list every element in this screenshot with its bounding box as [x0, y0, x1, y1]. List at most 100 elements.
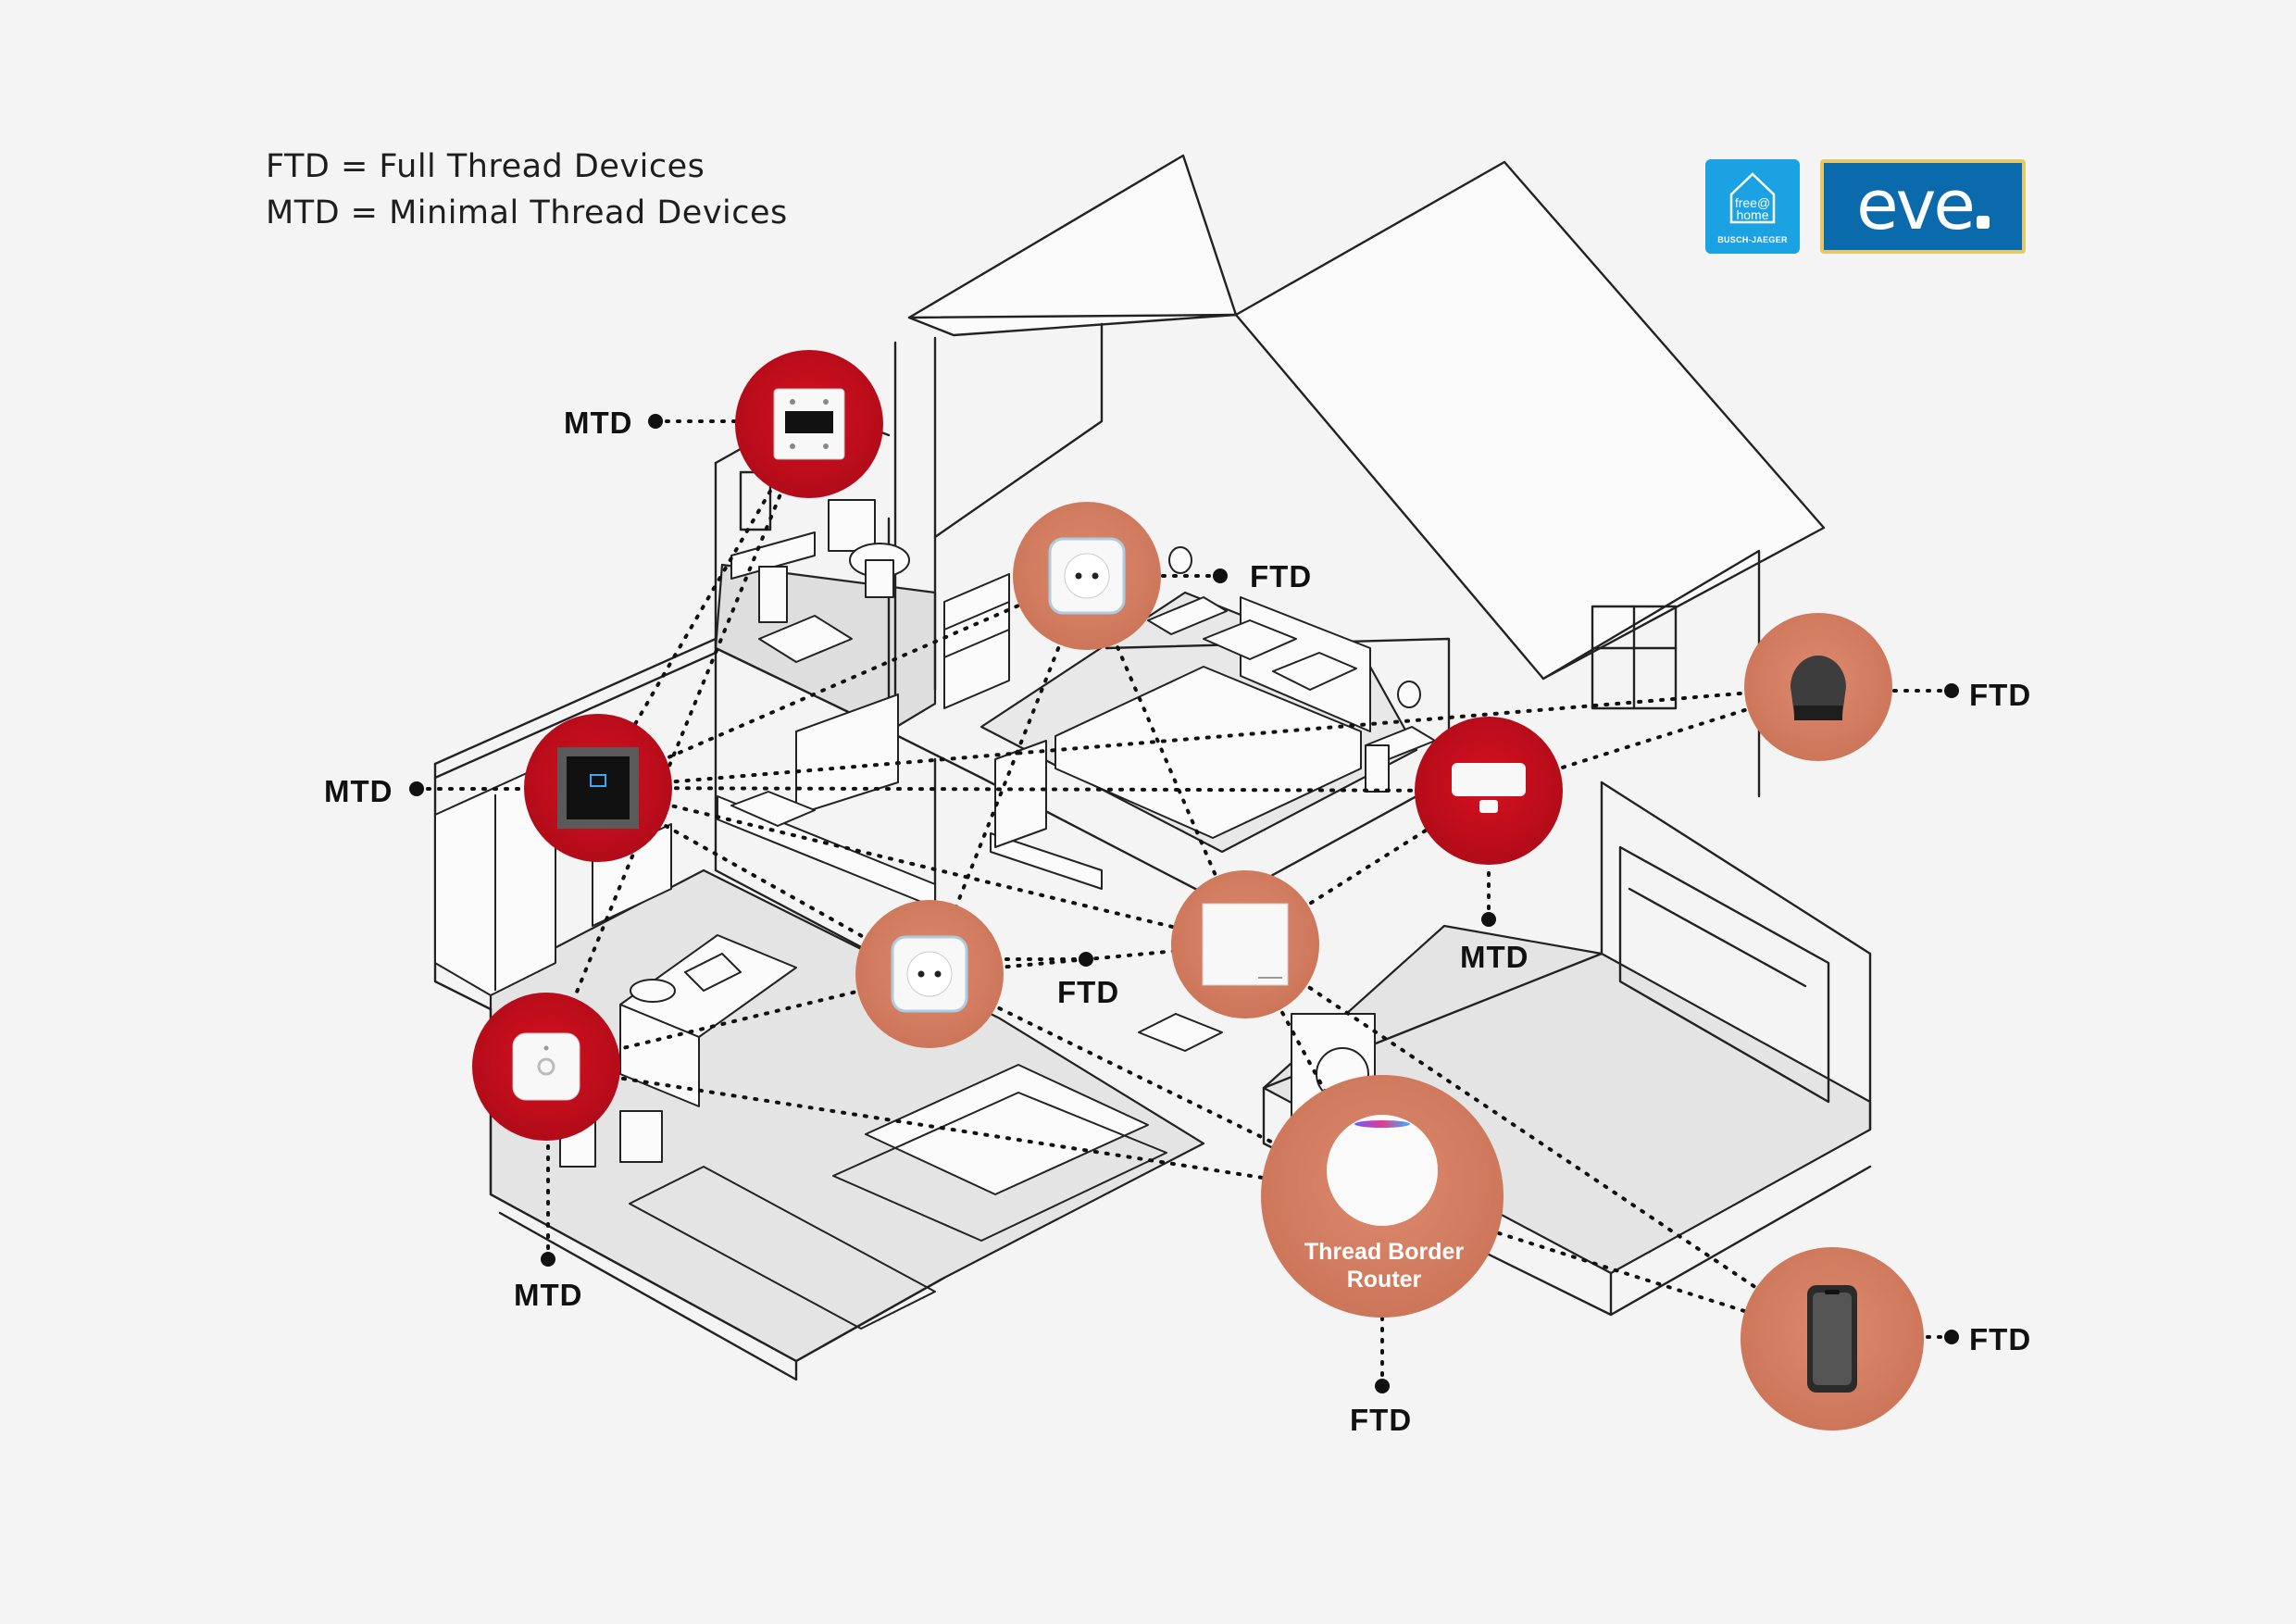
device-thread-border-router: [1261, 1075, 1504, 1318]
laptop: [684, 953, 742, 992]
tag-smart-plug-dining: FTD: [1057, 975, 1120, 1009]
tag-smartphone: FTD: [1969, 1322, 2032, 1356]
bathroom-sink: [730, 531, 816, 580]
device-smartphone: [1741, 1247, 1924, 1430]
device-smart-plug-bedroom: [1013, 502, 1161, 650]
mid-slab: [433, 637, 718, 780]
island-body: [619, 1004, 700, 1107]
leader-dot-door-sensor: [1481, 912, 1496, 927]
device-nodes: [472, 350, 1924, 1430]
garage-wall-left: [1262, 781, 1603, 1090]
roof-right: [1234, 160, 1826, 681]
device-door-sensor: [1415, 717, 1563, 865]
lamp-1: [1168, 546, 1192, 574]
tag-door-sensor: MTD: [1460, 940, 1529, 974]
living-rug: [629, 1166, 936, 1330]
legend-ftd: FTD = Full Thread Devices: [266, 148, 705, 185]
tag-thread-border-router: FTD: [1350, 1403, 1413, 1437]
house-icon: [1729, 172, 1776, 224]
roof-left: [907, 154, 1238, 337]
homepod-icon: [1327, 1115, 1438, 1226]
kitchen-sink: [730, 791, 816, 827]
eve-logo: eve: [1820, 159, 2026, 254]
eve-logo-dot: [1976, 216, 1990, 229]
garage-wall-back: [1600, 781, 1872, 1131]
lamp-2: [1397, 681, 1421, 708]
connection-motion-sensor-thread-border-router: [544, 1065, 1384, 1198]
wall-cabinet: [795, 693, 899, 816]
device-motion-sensor: [472, 993, 620, 1141]
dining-rug: [832, 1092, 1167, 1242]
device-wall-switch: [524, 714, 672, 862]
leader-dot-smart-plug-dining: [1079, 952, 1093, 967]
tag-wall-switch: MTD: [324, 774, 393, 808]
free-home-logo-brand: BUSCH-JAEGER: [1717, 235, 1788, 244]
nightstand-1: [1147, 596, 1228, 635]
smartphone-icon: [1807, 1285, 1857, 1393]
ground-edge-2: [794, 1276, 946, 1363]
motion-sensor-icon: [512, 1032, 580, 1101]
bed: [1054, 666, 1362, 839]
smart-plug-icon: [1048, 537, 1126, 615]
dresser: [943, 573, 1010, 709]
upper-left-wall: [933, 322, 1104, 539]
thermostat-icon: [773, 388, 845, 460]
tag-outdoor-light: FTD: [1969, 678, 2032, 712]
connection-wall-switch-outdoor-light: [596, 685, 1820, 790]
dining-table: [865, 1064, 1149, 1195]
legend-mtd: MTD = Minimal Thread Devices: [266, 194, 788, 231]
garage-door-inner: [1628, 887, 1807, 988]
roof-ridge: [907, 313, 1238, 319]
side-table: [1138, 1013, 1223, 1052]
leader-dot-motion-sensor: [541, 1252, 555, 1267]
connection-light-panel-smartphone: [1243, 943, 1834, 1341]
lower-interior-wall: [714, 651, 937, 988]
outdoor-light-icon: [1791, 656, 1846, 720]
smart-plug-icon: [891, 935, 968, 1013]
nightstand-2-body: [1365, 744, 1390, 793]
dresser-drawer-2: [943, 629, 1010, 658]
leader-dot-thread-border-router: [1375, 1379, 1390, 1393]
connection-thermostat-motion-sensor: [544, 422, 811, 1068]
wall-switch-icon: [557, 747, 639, 829]
bath-mat: [758, 615, 853, 663]
thread-border-router-label: Thread Border Router: [1304, 1239, 1465, 1293]
leader-dot-smartphone: [1944, 1330, 1959, 1344]
leader-dot-thermostat: [648, 414, 663, 429]
free-home-logo-line2: home: [1736, 207, 1769, 222]
free-home-logo-line1: free@: [1734, 195, 1771, 210]
sink-pedestal: [758, 566, 788, 623]
device-thermostat: [735, 350, 883, 498]
mid-slab-2: [887, 730, 1418, 905]
bowl: [630, 979, 676, 1003]
leader-dot-wall-switch: [409, 781, 424, 796]
tag-motion-sensor: MTD: [514, 1278, 583, 1312]
connection-wall-switch-smart-plug-bedroom: [596, 574, 1089, 790]
house-structure: [433, 154, 1872, 1381]
bath-wall: [714, 461, 891, 733]
tv-unit: [990, 832, 1103, 890]
door-sensor-icon: [1452, 763, 1526, 813]
device-outdoor-light: [1744, 613, 1892, 761]
toilet-base: [865, 559, 894, 598]
connection-wall-switch-door-sensor: [596, 786, 1491, 793]
pillow-2: [1272, 652, 1357, 691]
pillow-1: [1203, 619, 1297, 660]
connection-wall-switch-light-panel: [596, 786, 1247, 946]
connection-wall-switch-smart-plug-dining: [596, 786, 931, 976]
eve-logo-text: eve: [1856, 166, 1976, 245]
device-light-panel: [1171, 870, 1319, 1018]
small-heater: [619, 1110, 663, 1163]
leader-dots: [409, 414, 1959, 1393]
free-home-logo: free@ home BUSCH-JAEGER: [1705, 159, 1800, 254]
tv-screen: [994, 740, 1047, 848]
light-panel-icon: [1202, 903, 1289, 986]
tag-smart-plug-bedroom: FTD: [1250, 559, 1313, 593]
leader-dot-outdoor-light: [1944, 683, 1959, 698]
leader-dot-smart-plug-bedroom: [1213, 568, 1228, 583]
dresser-drawer-1: [943, 601, 1010, 631]
tag-thermostat: MTD: [564, 406, 633, 440]
device-smart-plug-dining: [855, 900, 1004, 1048]
